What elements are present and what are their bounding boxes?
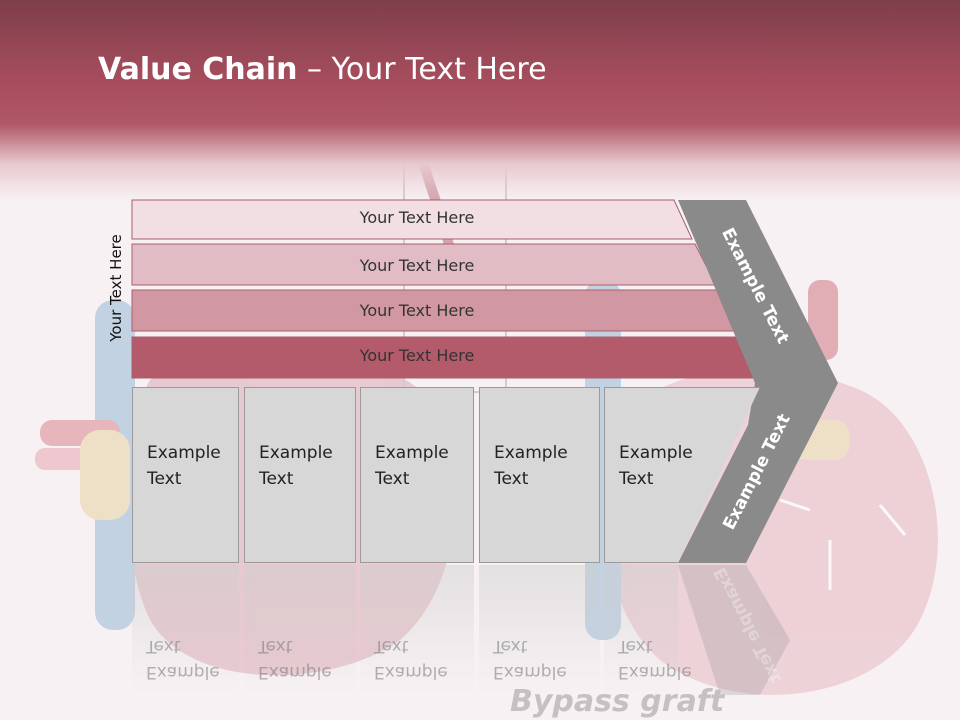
activity-box-4-reflection-text: Example Text	[493, 636, 567, 682]
flow-arrow-2	[878, 504, 907, 536]
activity-box-3-label: Example Text	[375, 443, 449, 489]
band-3-label: Your Text Here	[359, 301, 475, 320]
activity-box-2-label: Example Text	[259, 443, 333, 489]
activity-box-2-reflection: Example Text	[244, 565, 356, 695]
activity-box-1-reflection: Example Text	[132, 565, 239, 695]
activity-box-2[interactable]: Example Text	[244, 387, 356, 563]
activity-box-5-reflection: Example Text	[604, 565, 692, 695]
chevron-arrow-reflection	[678, 565, 790, 695]
activity-box-4-reflection: Example Text	[479, 565, 600, 695]
left-vessel-yellow	[80, 430, 130, 520]
band-1-shape[interactable]	[131, 199, 693, 240]
band-4-label: Your Text Here	[359, 346, 475, 365]
activity-box-3-reflection: Example Text	[360, 565, 474, 695]
activity-box-5-reflection-text: Example Text	[618, 636, 692, 682]
flow-arrow-1	[779, 498, 811, 512]
activity-box-1[interactable]: Example Text	[132, 387, 239, 563]
band-2-label: Your Text Here	[359, 256, 475, 275]
slide-title: Value Chain – Your Text Here	[98, 52, 547, 87]
activity-box-1-reflection-text: Example Text	[146, 636, 220, 682]
slide-title-bold: Value Chain	[98, 52, 298, 87]
activity-box-2-reflection-text: Example Text	[258, 636, 332, 682]
activity-box-3[interactable]: Example Text	[360, 387, 474, 563]
activity-box-4[interactable]: Example Text	[479, 387, 600, 563]
slide-title-rest: – Your Text Here	[297, 52, 547, 87]
header-band	[0, 0, 960, 200]
activity-box-5-label: Example Text	[619, 443, 693, 489]
activity-box-4-label: Example Text	[494, 443, 568, 489]
chevron-arrow-shape[interactable]	[678, 200, 838, 563]
bypass-graft-watermark: Bypass graft	[510, 684, 725, 719]
activity-box-1-label: Example Text	[147, 443, 221, 489]
band-1-label: Your Text Here	[359, 208, 475, 227]
activity-box-3-reflection-text: Example Text	[374, 636, 448, 682]
